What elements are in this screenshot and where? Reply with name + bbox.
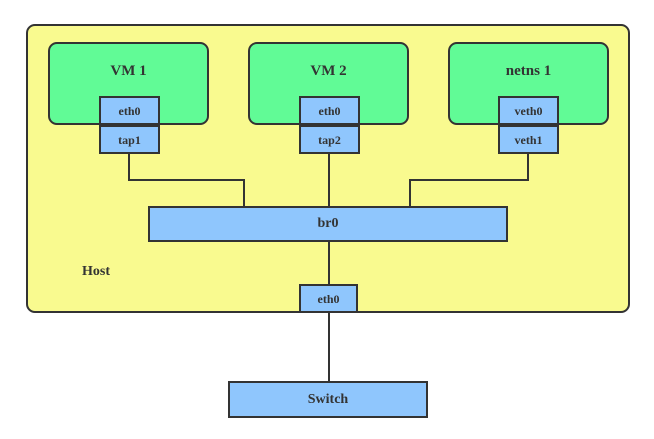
vm-2-tap2-label: tap2 [318, 132, 341, 147]
netns-1-veth1-label: veth1 [514, 132, 543, 147]
link-tap1-horizontal [128, 179, 245, 181]
netns-1-label: netns 1 [505, 63, 552, 79]
vm-1-tap1-label: tap1 [118, 132, 141, 147]
link-br0-to-uplink [328, 242, 330, 284]
link-uplink-to-switch [328, 312, 330, 382]
host-uplink-eth0-label: eth0 [317, 291, 340, 306]
external-switch: Switch [228, 381, 428, 418]
netns-1-veth0-label: veth0 [514, 103, 543, 118]
link-tap1-vertical-lower [243, 179, 245, 208]
link-veth1-vertical-lower [409, 179, 411, 208]
link-tap2-vertical [328, 154, 330, 208]
netns-1-veth0-interface: veth0 [498, 96, 559, 125]
link-tap1-vertical-upper [128, 154, 130, 181]
vm-1-label: VM 1 [110, 63, 147, 79]
vm-1-tap1-interface: tap1 [99, 125, 160, 154]
vm-2-label: VM 2 [310, 63, 347, 79]
external-switch-label: Switch [307, 391, 349, 407]
host-label: Host [82, 264, 110, 279]
bridge-br0-label: br0 [317, 216, 339, 231]
vm-2-tap2-interface: tap2 [299, 125, 360, 154]
link-veth1-horizontal [409, 179, 529, 181]
host-uplink-eth0: eth0 [299, 284, 358, 313]
link-veth1-vertical-upper [527, 154, 529, 181]
netns-1-veth1-interface: veth1 [498, 125, 559, 154]
vm-2-eth0-label: eth0 [318, 103, 341, 118]
vm-1-eth0-interface: eth0 [99, 96, 160, 125]
vm-1-eth0-label: eth0 [118, 103, 141, 118]
vm-2-eth0-interface: eth0 [299, 96, 360, 125]
bridge-br0: br0 [148, 206, 508, 242]
